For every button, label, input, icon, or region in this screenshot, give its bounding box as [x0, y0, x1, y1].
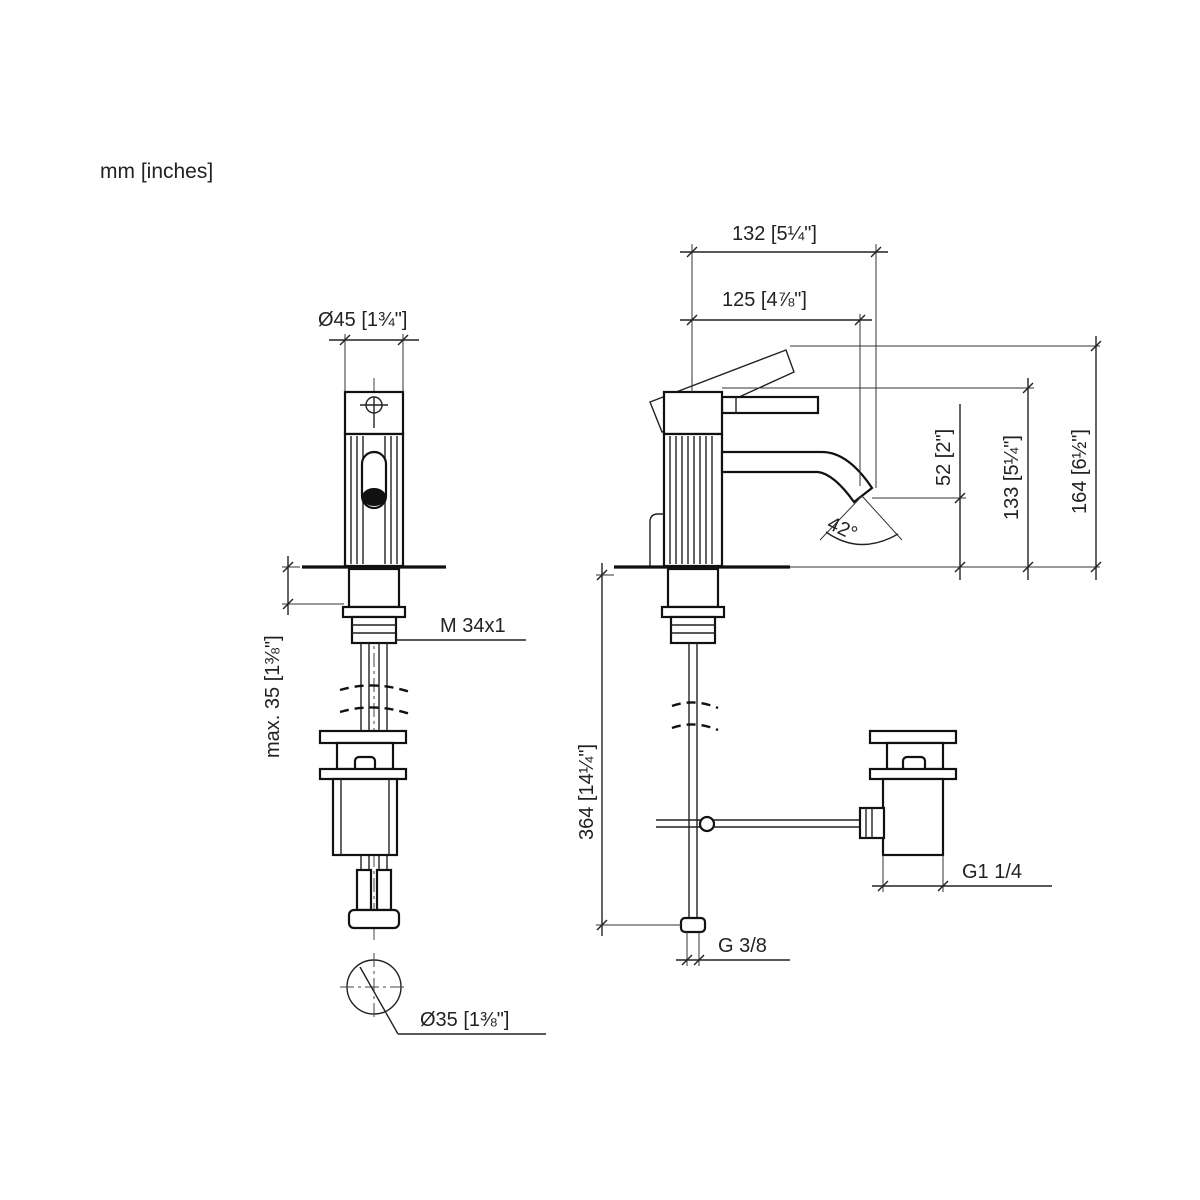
front-diameter-label: Ø45 [1¾"] [318, 309, 407, 331]
side-view: 132 [5¼"] 125 [4⅞"] 52 [2"] 133 [5¼"] 16… [576, 223, 1102, 966]
waste-thread-label: G1 1/4 [962, 861, 1022, 883]
supply-thread-label: G 3/8 [718, 935, 767, 957]
spout-angle-label: 42° [824, 513, 861, 546]
front-view: Ø45 [1¾"] M 34x1 max. 35 [1⅜"] Ø35 [1⅜"] [262, 309, 546, 1035]
reach-total-label: 132 [5¼"] [732, 223, 817, 245]
body-height-label: 133 [5¼"] [1001, 435, 1023, 520]
side-body-flutes [669, 436, 713, 564]
hose-length-label: 364 [14¼"] [576, 744, 598, 840]
max-depth-label: max. 35 [1⅜"] [262, 635, 284, 758]
total-height-label: 164 [6½"] [1069, 429, 1091, 514]
units-note: mm [inches] [100, 160, 214, 183]
reach-spout-label: 125 [4⅞"] [722, 289, 807, 311]
hole-diameter-label: Ø35 [1⅜"] [420, 1009, 509, 1031]
spout-height-label: 52 [2"] [933, 429, 955, 486]
thread-label: M 34x1 [440, 615, 506, 637]
